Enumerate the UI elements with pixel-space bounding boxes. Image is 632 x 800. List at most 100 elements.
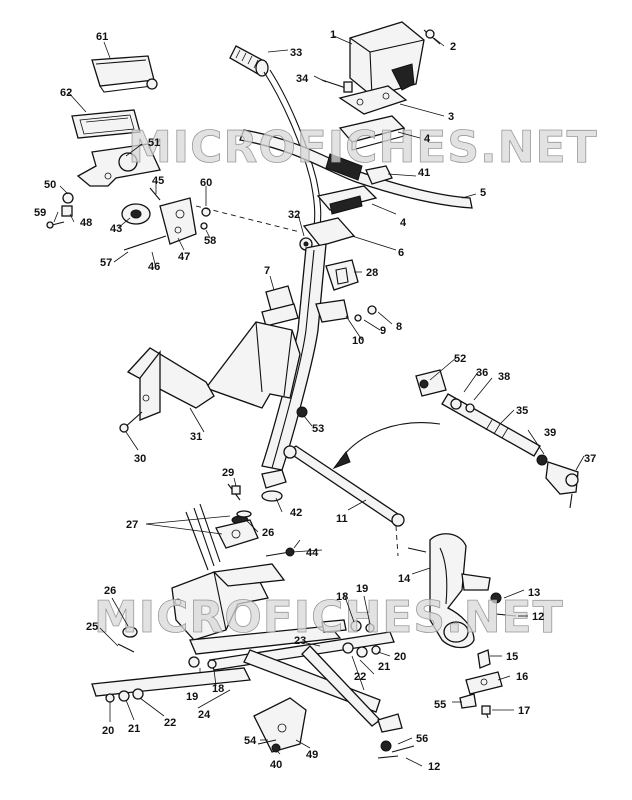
callout-6: 6 bbox=[398, 247, 404, 259]
callout-22-right: 22 bbox=[354, 671, 366, 683]
callout-24: 24 bbox=[198, 709, 211, 721]
part-50-48-59-hardware bbox=[46, 192, 74, 229]
callout-58: 58 bbox=[204, 235, 216, 247]
callout-27: 27 bbox=[126, 519, 138, 531]
part-6-clamp-block bbox=[195, 205, 356, 251]
pointer-arrow bbox=[332, 422, 441, 470]
callout-10: 10 bbox=[352, 335, 364, 347]
callout-8: 8 bbox=[396, 321, 402, 333]
part-5-handlebar bbox=[239, 129, 473, 209]
part-27-plate bbox=[215, 519, 259, 549]
callout-16: 16 bbox=[516, 671, 528, 683]
part-25-26-bolt bbox=[117, 626, 138, 653]
callout-12-right: 12 bbox=[532, 611, 544, 623]
callout-23: 23 bbox=[294, 635, 306, 647]
callout-11: 11 bbox=[336, 513, 348, 525]
part-42-26-washers bbox=[231, 469, 287, 525]
callout-18-upper: 18 bbox=[336, 591, 348, 603]
callout-35: 35 bbox=[516, 405, 528, 417]
watermark-bottom: MICROFICHES.NET bbox=[94, 592, 564, 643]
callout-37: 37 bbox=[584, 453, 596, 465]
callout-33: 33 bbox=[290, 47, 302, 59]
callout-20-left: 20 bbox=[102, 725, 114, 737]
callout-60: 60 bbox=[200, 177, 212, 189]
callout-50: 50 bbox=[44, 179, 56, 191]
callout-39: 39 bbox=[544, 427, 556, 439]
part-10-strap bbox=[315, 299, 377, 323]
callout-43: 43 bbox=[110, 223, 122, 235]
part-29-bolt bbox=[227, 483, 241, 501]
callout-53: 53 bbox=[312, 423, 324, 435]
part-61-cover bbox=[91, 55, 158, 93]
callout-45: 45 bbox=[152, 175, 164, 187]
callout-labels: 1 2 3 4 4 5 6 7 8 9 10 11 12 12 13 14 15… bbox=[34, 29, 596, 773]
watermark-group: MICROFICHES.NET MICROFICHES.NET bbox=[94, 122, 598, 644]
callout-19-upper: 19 bbox=[356, 583, 368, 595]
part-4-lower-clamp bbox=[316, 185, 378, 215]
callout-12-bottom: 12 bbox=[428, 761, 440, 773]
part-35-tie-rod bbox=[415, 369, 579, 509]
callout-59: 59 bbox=[34, 207, 46, 219]
callout-5: 5 bbox=[480, 187, 486, 199]
callout-20-right: 20 bbox=[394, 651, 406, 663]
callout-9: 9 bbox=[380, 325, 386, 337]
callout-57: 57 bbox=[100, 257, 112, 269]
callout-32: 32 bbox=[288, 209, 300, 221]
callout-52: 52 bbox=[454, 353, 466, 365]
callout-7: 7 bbox=[264, 265, 270, 277]
callout-30: 30 bbox=[134, 453, 146, 465]
part-51-plate bbox=[76, 143, 161, 187]
callout-15: 15 bbox=[506, 651, 518, 663]
callout-56: 56 bbox=[416, 733, 428, 745]
callout-40: 40 bbox=[270, 759, 282, 771]
callout-48: 48 bbox=[80, 217, 92, 229]
callout-26-right: 26 bbox=[262, 527, 274, 539]
callout-25: 25 bbox=[86, 621, 98, 633]
part-33-grip bbox=[229, 45, 322, 227]
part-11-drag-link bbox=[283, 445, 405, 557]
leader-lines bbox=[53, 35, 585, 767]
callout-44: 44 bbox=[306, 547, 319, 559]
callout-4-upper: 4 bbox=[424, 133, 431, 145]
lower-steering-mount bbox=[171, 503, 295, 641]
callout-29: 29 bbox=[222, 467, 234, 479]
lower-frame bbox=[91, 619, 395, 727]
callout-18-lower: 18 bbox=[212, 683, 224, 695]
callout-13: 13 bbox=[528, 587, 540, 599]
callout-22-left: 22 bbox=[164, 717, 176, 729]
callout-2: 2 bbox=[450, 41, 456, 53]
callout-49: 49 bbox=[306, 749, 318, 761]
part-4-upper-clamp bbox=[338, 115, 406, 151]
callout-4-lower: 4 bbox=[400, 217, 407, 229]
callout-47: 47 bbox=[178, 251, 190, 263]
watermark-top: MICROFICHES.NET bbox=[128, 122, 598, 173]
callout-34: 34 bbox=[296, 73, 309, 85]
callout-17: 17 bbox=[518, 705, 530, 717]
callout-41: 41 bbox=[418, 167, 430, 179]
callout-3: 3 bbox=[448, 111, 454, 123]
callout-62: 62 bbox=[60, 87, 72, 99]
part-1-upper-cap bbox=[349, 21, 441, 97]
part-53-nut bbox=[296, 406, 308, 418]
callout-55: 55 bbox=[434, 699, 446, 711]
part-62-housing bbox=[71, 109, 141, 139]
part-43-bushing bbox=[121, 187, 161, 225]
callout-1: 1 bbox=[330, 29, 336, 41]
callout-36: 36 bbox=[476, 367, 488, 379]
callout-21-right: 21 bbox=[378, 661, 390, 673]
part-34-bolt bbox=[321, 79, 353, 93]
part-28-bracket bbox=[325, 259, 359, 291]
callout-28: 28 bbox=[366, 267, 378, 279]
callout-51: 51 bbox=[148, 137, 160, 149]
part-7-bracket bbox=[261, 285, 299, 327]
part-47-bracket bbox=[123, 197, 211, 251]
callout-46: 46 bbox=[148, 261, 160, 273]
callout-42: 42 bbox=[290, 507, 302, 519]
callout-21-left: 21 bbox=[128, 723, 140, 735]
part-14-spindle bbox=[407, 533, 517, 649]
callout-38: 38 bbox=[498, 371, 510, 383]
callout-54: 54 bbox=[244, 735, 257, 747]
parts-drawing bbox=[46, 21, 579, 759]
